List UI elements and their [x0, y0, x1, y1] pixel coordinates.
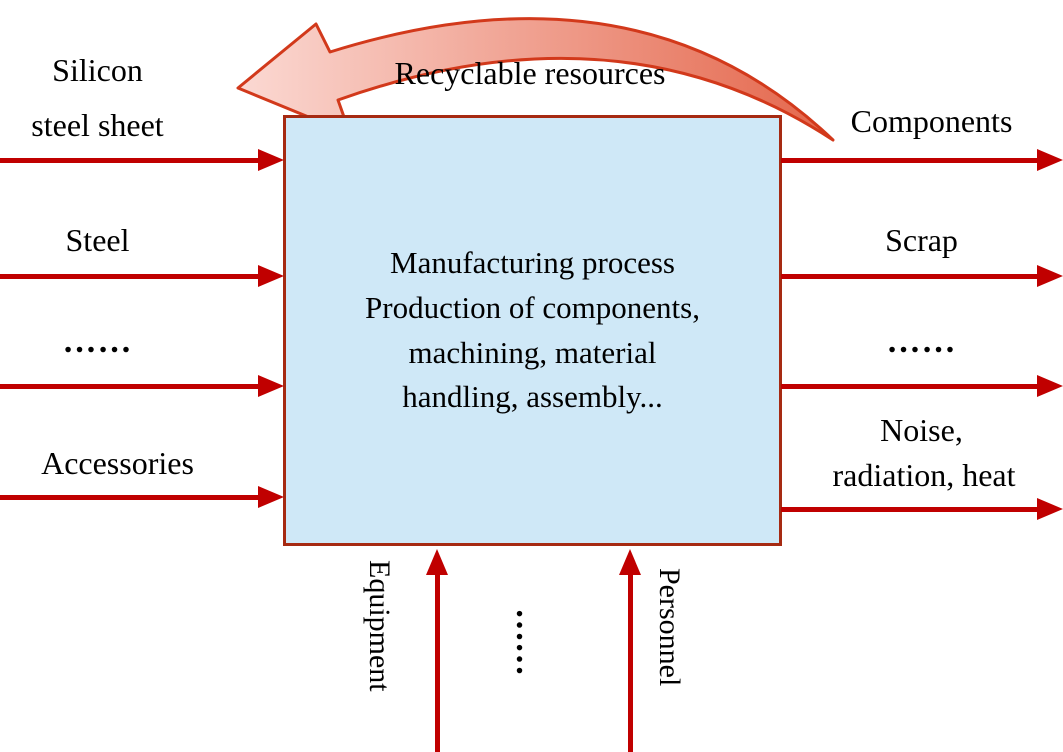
output-label-dots: …… [886, 323, 957, 360]
arrow-shaft [0, 494, 260, 500]
output-label-noise-line1: Noise, [880, 412, 963, 448]
arrow-shaft [0, 383, 260, 389]
process-box-line: Production of components, [365, 289, 700, 325]
output-label-noise-line2: radiation, heat [832, 457, 1016, 493]
arrow-shaft [781, 273, 1039, 279]
arrow-head [258, 486, 284, 508]
arrow-shaft [434, 573, 440, 752]
arrow-head [1037, 265, 1063, 287]
bottom-arrow-equipment [426, 549, 448, 752]
recycle-label: Recyclable resources [394, 55, 666, 91]
arrow-shaft [627, 573, 633, 752]
arrow-head [258, 375, 284, 397]
arrow-head [258, 149, 284, 171]
arrow-shaft [0, 273, 260, 279]
bottom-label-equipment: Equipment [363, 560, 396, 692]
output-arrow-noise [781, 498, 1063, 520]
input-label-silicon-line2: steel sheet [31, 107, 164, 143]
output-label-components: Components [850, 103, 1013, 139]
input-arrow-accessories [0, 486, 284, 508]
arrow-head [258, 265, 284, 287]
arrow-head [1037, 149, 1063, 171]
arrow-head [1037, 498, 1063, 520]
arrow-shaft [781, 506, 1039, 512]
output-arrow-dots [781, 375, 1063, 397]
input-arrow-steel [0, 265, 284, 287]
input-label-silicon-line1: Silicon [52, 52, 143, 88]
bottom-arrow-personnel [619, 549, 641, 752]
input-label-accessories: Accessories [41, 445, 194, 481]
bottom-label-personnel: Personnel [653, 568, 686, 687]
process-box-line: Manufacturing process [390, 244, 675, 280]
process-box: Manufacturing process Production of comp… [283, 115, 782, 546]
arrow-shaft [781, 383, 1039, 389]
input-label-dots: …… [62, 323, 133, 360]
process-box-line: handling, assembly... [402, 379, 663, 415]
bottom-label-dots: …… [509, 608, 546, 676]
input-label-steel: Steel [65, 222, 130, 258]
output-label-scrap: Scrap [885, 222, 958, 258]
arrow-shaft [0, 157, 260, 163]
arrow-head [1037, 375, 1063, 397]
arrow-shaft [781, 157, 1039, 163]
input-arrow-dots [0, 375, 284, 397]
input-arrow-silicon [0, 149, 284, 171]
arrow-head [426, 549, 448, 575]
output-arrow-components [781, 149, 1063, 171]
arrow-head [619, 549, 641, 575]
output-arrow-scrap [781, 265, 1063, 287]
process-box-line: machining, material [408, 334, 657, 370]
